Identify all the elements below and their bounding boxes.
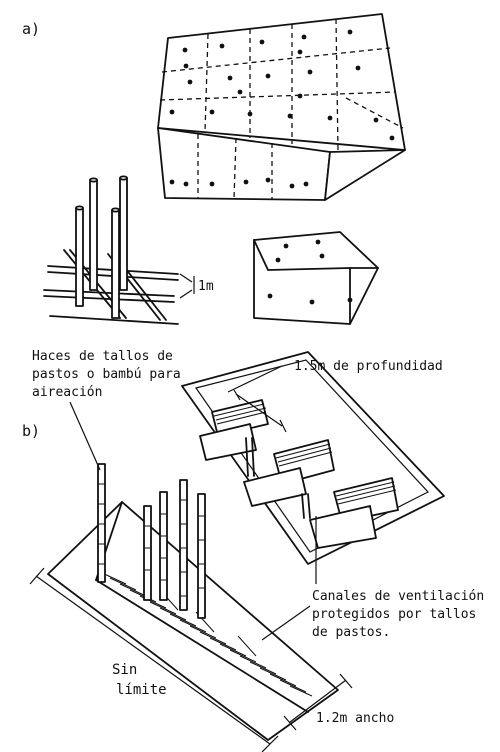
small-block <box>253 231 379 325</box>
svg-text:Sin: Sin <box>112 662 137 678</box>
svg-text:de pastos.: de pastos. <box>312 625 390 640</box>
svg-text:Canales de ventilación: Canales de ventilación <box>312 589 484 604</box>
length-label: Sin límite <box>112 662 167 698</box>
part-a-label: a) <box>22 20 40 38</box>
svg-text:protegidos por tallos: protegidos por tallos <box>312 607 476 622</box>
svg-text:aireación: aireación <box>32 385 102 400</box>
trench-b <box>29 401 353 752</box>
svg-text:Haces de tallos de: Haces de tallos de <box>32 349 173 364</box>
spacing-label: 1m <box>198 279 214 294</box>
pit-top-view <box>181 351 445 565</box>
svg-text:pastos o bambú para: pastos o bambú para <box>32 367 181 382</box>
depth-label: 1.5m de profundidad <box>294 359 443 374</box>
channels-label: Canales de ventilación protegidos por ta… <box>312 589 484 640</box>
covered-heap-a <box>157 13 406 201</box>
bundles-label: Haces de tallos de pastos o bambú para a… <box>32 349 181 400</box>
part-b-label: b) <box>22 422 40 440</box>
width-label: 1.2m ancho <box>316 711 394 726</box>
stem-lattice <box>43 175 195 325</box>
svg-text:límite: límite <box>116 682 167 698</box>
